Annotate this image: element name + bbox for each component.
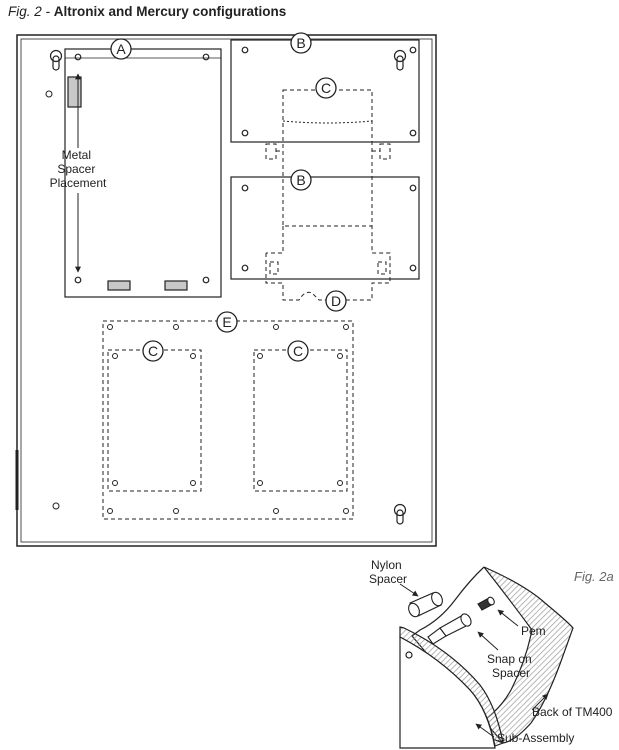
bracket-e-holes (107, 324, 349, 514)
callout-c-label: C (321, 80, 331, 96)
board-c-middle (253, 349, 348, 492)
callout-c-label: C (293, 343, 303, 359)
callout-d: D (325, 290, 347, 312)
board-c-dashed-right (265, 89, 391, 227)
keyhole-slot-icon (393, 503, 407, 525)
callout-e: E (216, 311, 238, 333)
metal-spacer-label-line: Spacer (57, 162, 95, 176)
nylon-spacer-label-line: Spacer (369, 572, 407, 586)
keyhole-slot-icon (393, 49, 407, 71)
callout-b-lower: B (290, 169, 312, 191)
snap-on-spacer-icon (427, 613, 472, 645)
callout-a: A (110, 38, 132, 60)
snap-on-spacer-label-line: Spacer (492, 666, 530, 680)
nylon-spacer-label: Nylon Spacer (369, 558, 407, 586)
callout-c-middle: C (287, 340, 309, 362)
callout-e-label: E (222, 314, 231, 330)
sub-assembly-bracket (399, 626, 504, 749)
metal-spacer-label-line: Metal (62, 148, 91, 162)
bracket-e (102, 320, 354, 520)
callout-b-upper: B (290, 32, 312, 54)
metal-spacer-label: Metal Spacer Placement (50, 148, 107, 190)
snap-on-spacer-label-line: Snap on (487, 652, 532, 666)
back-of-tm400-label: Back of TM400 (532, 705, 613, 719)
board-b-lower (230, 176, 420, 280)
figure-title: Altronix and Mercury configurations (53, 4, 287, 19)
snap-on-spacer-label: Snap on Spacer (487, 652, 535, 680)
mounting-hole (45, 90, 53, 98)
board-c-left (107, 349, 202, 492)
board-c-left-holes (112, 353, 196, 486)
pem-icon (477, 596, 495, 611)
nylon-spacer-icon (408, 591, 443, 618)
callout-d-label: D (331, 293, 341, 309)
bracket-d (265, 226, 391, 301)
board-c-middle-holes (257, 353, 343, 486)
fig-2a-label: Fig. 2a (574, 569, 614, 584)
pem-label: Pem (521, 624, 546, 638)
board-b-upper (230, 39, 420, 143)
figure-label: Fig. 2 - (8, 4, 51, 19)
callout-b-label: B (296, 172, 305, 188)
callout-b-label: B (296, 35, 305, 51)
back-of-tm400-panel (411, 566, 574, 744)
detail-leader-lines (399, 583, 549, 738)
figure-caption: Fig. 2 - Altronix and Mercury configurat… (8, 4, 286, 19)
callout-c-label: C (148, 343, 158, 359)
nylon-spacer-label-line: Nylon (371, 558, 402, 572)
mounting-hole (52, 502, 60, 510)
metal-spacer-label-line: Placement (50, 176, 107, 190)
callout-a-label: A (116, 41, 126, 57)
callout-c-left: C (142, 340, 164, 362)
callout-c-right: C (315, 77, 337, 99)
sub-assembly-label: Sub-Assembly (497, 731, 574, 745)
keyhole-slot-icon (49, 49, 63, 71)
enclosure-backplate (15, 34, 437, 547)
